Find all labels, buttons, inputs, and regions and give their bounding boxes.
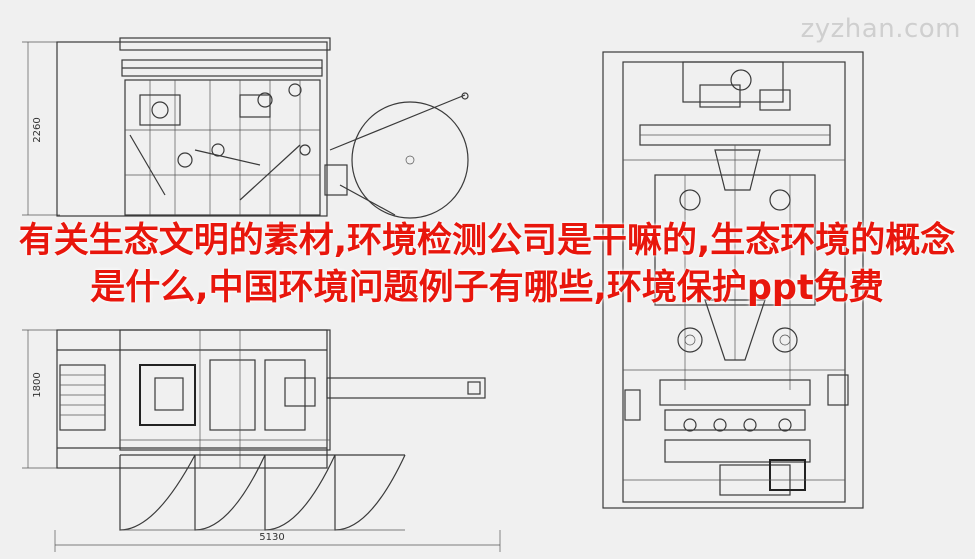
machine-plan-bottom [56, 329, 486, 531]
dimension-left [22, 41, 60, 469]
dim-height-bottom: 1800 [32, 372, 43, 397]
dim-width-total: 5130 [259, 532, 284, 543]
dimension-bottom [54, 530, 501, 552]
site-watermark: zyzhan.com [800, 14, 961, 44]
machine-side-view [602, 51, 864, 509]
dim-height-top: 2260 [32, 117, 43, 142]
machine-elevation-top [56, 37, 469, 219]
headline-overlay: 有关生态文明的素材,环境检测公司是干嘛的,生态环境的概念是什么,中国环境问题例子… [18, 221, 956, 308]
